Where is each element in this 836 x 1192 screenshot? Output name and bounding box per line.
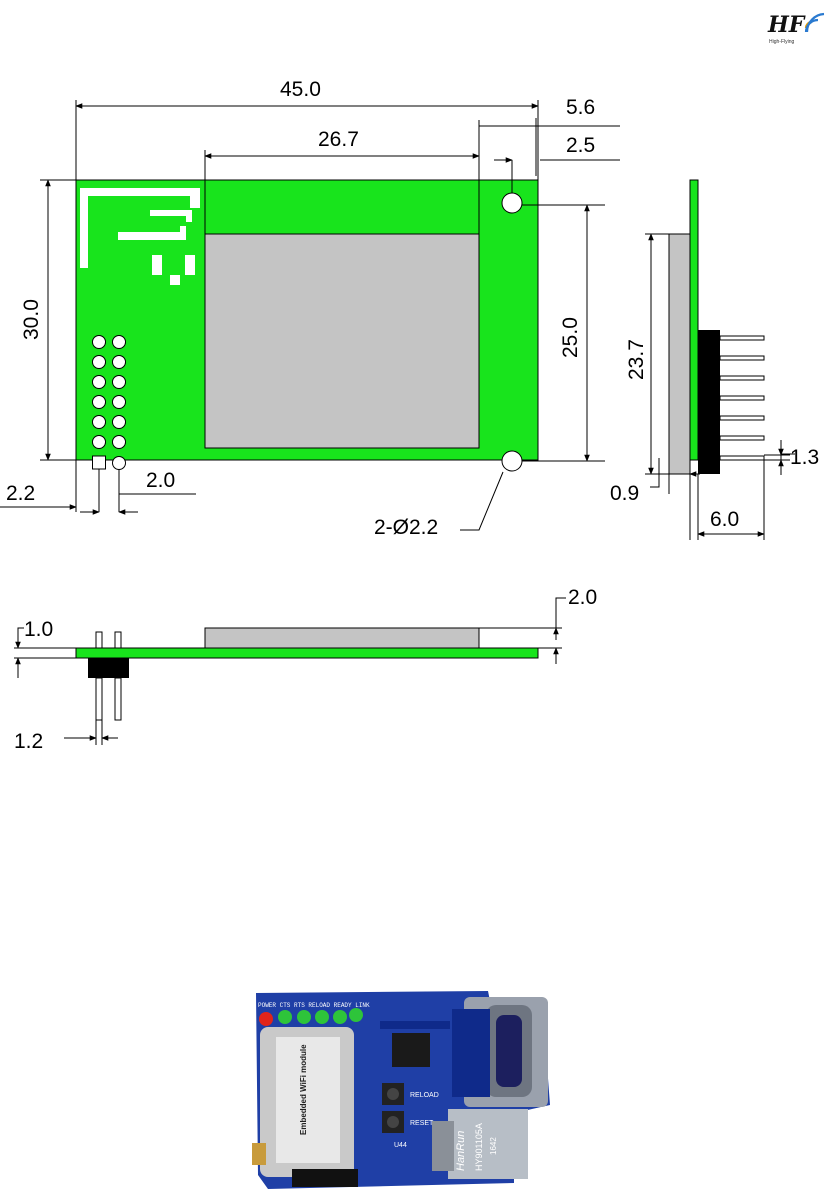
dim-hole-offset-top: 5.6	[566, 96, 595, 119]
jack-code: 1642	[489, 1137, 498, 1155]
header-side-view	[698, 330, 720, 474]
evaluation-board-photo: HanRun HY901105A 1642 Embedded WiFi modu…	[252, 985, 552, 1190]
dim-pin-offset: 2.2	[6, 482, 35, 505]
led-labels: POWER CTS RTS RELOAD READY LINK	[258, 1002, 370, 1009]
jack-model: HY901105A	[474, 1123, 484, 1171]
jack-brand: HanRun	[455, 1131, 467, 1171]
module-front-view	[205, 628, 479, 648]
front-view	[76, 628, 538, 720]
dim-overall-length: 45.0	[280, 78, 321, 101]
dim-module-length: 26.7	[318, 128, 359, 151]
dim-pin-thickness: 1.3	[790, 446, 819, 469]
dim-pin-length: 6.0	[710, 508, 739, 531]
module-top-view	[205, 234, 479, 448]
dim-module-thickness: 2.0	[568, 586, 597, 609]
dim-pin-width: 1.2	[14, 730, 43, 753]
dim-hole-spacing: 25.0	[559, 317, 582, 358]
button-reload-label: RELOAD	[410, 1092, 439, 1099]
dim-hole-spec: 2-Ø2.2	[374, 516, 438, 539]
mount-hole	[502, 451, 522, 471]
dim-side-module-height: 23.7	[625, 339, 648, 380]
mechanical-drawing: 45.0 26.7 5.6 2.5 30.0 25.0 2.2 2.0 2-Ø2…	[0, 0, 836, 980]
header-front-view	[88, 658, 129, 678]
pcb-side-view	[690, 180, 698, 460]
dim-hole-offset-inner: 2.5	[566, 134, 595, 157]
dim-board-thickness: 0.9	[610, 482, 639, 505]
dim-pcb-thickness: 1.0	[24, 618, 53, 641]
module-label: Embedded WiFi module	[299, 1044, 308, 1135]
side-view	[669, 180, 764, 474]
mount-hole	[502, 193, 522, 213]
button-reset-label: RESET	[410, 1120, 434, 1127]
module-side-view	[669, 234, 690, 474]
dim-board-height: 30.0	[20, 299, 43, 340]
pcb-front-view	[76, 648, 538, 658]
dim-pin-pitch: 2.0	[146, 469, 175, 492]
top-view	[76, 180, 538, 471]
chip-label: U44	[394, 1142, 407, 1149]
